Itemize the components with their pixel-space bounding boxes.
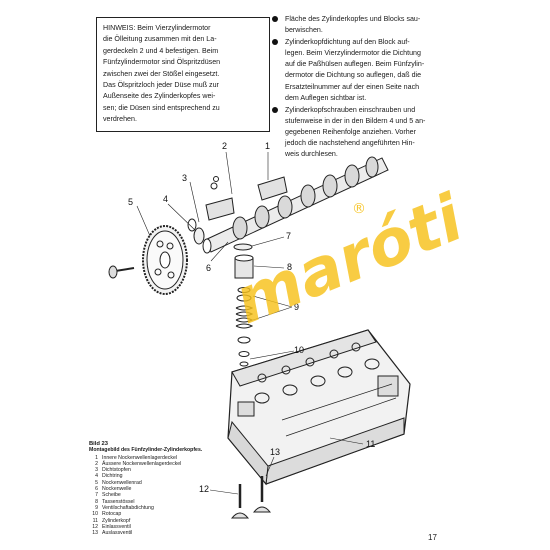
- caption-subtitle: Montagebild des Fünfzylinder-Zylinderkop…: [89, 447, 203, 454]
- note-box: HINWEIS: Beim Vierzylindermotor die Ölle…: [96, 17, 270, 132]
- watermark-logo: maróti: [225, 181, 474, 339]
- callout-4: 4: [163, 194, 168, 204]
- instruction-item: Fläche des Zylinderkopfes und Blocks sau…: [272, 14, 440, 36]
- callout-2: 2: [222, 141, 227, 151]
- note-line: Das Ölspritzloch jeder Düse muß zur: [103, 81, 219, 90]
- note-line: verdrehen.: [103, 115, 137, 124]
- note-line: sen; die Düsen sind entsprechend zu: [103, 103, 220, 112]
- callout-7: 7: [286, 231, 291, 241]
- camshaft-gear-illustration: [108, 225, 188, 295]
- note-line: die Ölleitung zusammen mit den La-: [103, 35, 217, 44]
- callout-8: 8: [287, 262, 292, 272]
- leader-lines: [136, 151, 364, 495]
- note-line: Fünfzylindermotor sind Ölspritzdüsen: [103, 58, 221, 67]
- note-line: Beim Vierzylindermotor: [135, 24, 211, 32]
- instruction-item: Zylinderkopfdichtung auf den Block auf- …: [272, 37, 440, 104]
- note-line: Außenseite des Zylinderkopfes wei-: [103, 92, 216, 101]
- instruction-line: weis durchlesen.: [285, 150, 338, 159]
- note-label: HINWEIS:: [103, 24, 136, 32]
- callout-3: 3: [182, 173, 187, 183]
- callout-10: 10: [294, 345, 304, 355]
- callout-11: 11: [366, 439, 375, 449]
- instruction-line: dem Auflegen sichtbar ist.: [285, 93, 367, 102]
- instruction-line: stufenweise in der in den Bildern 4 und …: [285, 116, 426, 125]
- callout-6: 6: [206, 263, 211, 273]
- bearing-cap-illustration: [205, 176, 288, 221]
- bullet-icon: [272, 106, 278, 113]
- instruction-line: legen. Beim Vierzylindermotor die Dichtu…: [285, 49, 421, 58]
- watermark-registered-mark: ®: [352, 201, 366, 217]
- camshaft-illustration: [202, 156, 389, 254]
- note-line: zwischen zwei der Stößel eingesetzt.: [103, 69, 220, 78]
- page-number: 17: [428, 533, 437, 542]
- seal-plug-illustration: [187, 218, 205, 245]
- instruction-line: dermotor die Dichtung so auflegen, daß d…: [285, 71, 422, 80]
- callout-12: 12: [199, 484, 209, 494]
- instruction-line: Zylinderkopfschrauben einschrauben und: [285, 105, 416, 114]
- valve-stack-illustration: [233, 243, 254, 367]
- callout-5: 5: [128, 197, 133, 207]
- callout-9: 9: [294, 302, 299, 312]
- instruction-line: gegebenen Reihenfolge anziehen. Vorher: [285, 127, 416, 136]
- valve-illustration: [230, 476, 272, 519]
- bullet-icon: [272, 16, 278, 22]
- instruction-line: Ersatzteilnummer auf der einen Seite nac…: [285, 82, 420, 91]
- instruction-item: Zylinderkopfschrauben einschrauben und s…: [272, 105, 440, 160]
- bullet-icon: [272, 39, 278, 46]
- callout-13: 13: [270, 447, 280, 457]
- note-line: gerdeckeln 2 und 4 befestigen. Beim: [103, 46, 219, 55]
- instruction-line: jedoch die nachstehend angeführten Hin-: [285, 139, 415, 148]
- cylinder-head-illustration: [227, 329, 411, 486]
- caption-title: Bild 23: [89, 441, 109, 447]
- figure-caption: Bild 23 Montagebild des Fünfzylinder-Zyl…: [89, 441, 249, 536]
- instruction-line: berwischen.: [285, 26, 323, 35]
- instruction-line: auf die Paßhülsen auflegen. Beim Fünfzyl…: [285, 60, 425, 69]
- instruction-line: Zylinderkopfdichtung auf den Block auf-: [285, 38, 410, 47]
- instruction-list: Fläche des Zylinderkopfes und Blocks sau…: [272, 14, 440, 161]
- callout-1: 1: [265, 141, 270, 151]
- instruction-line: Fläche des Zylinderkopfes und Blocks sau…: [285, 15, 421, 23]
